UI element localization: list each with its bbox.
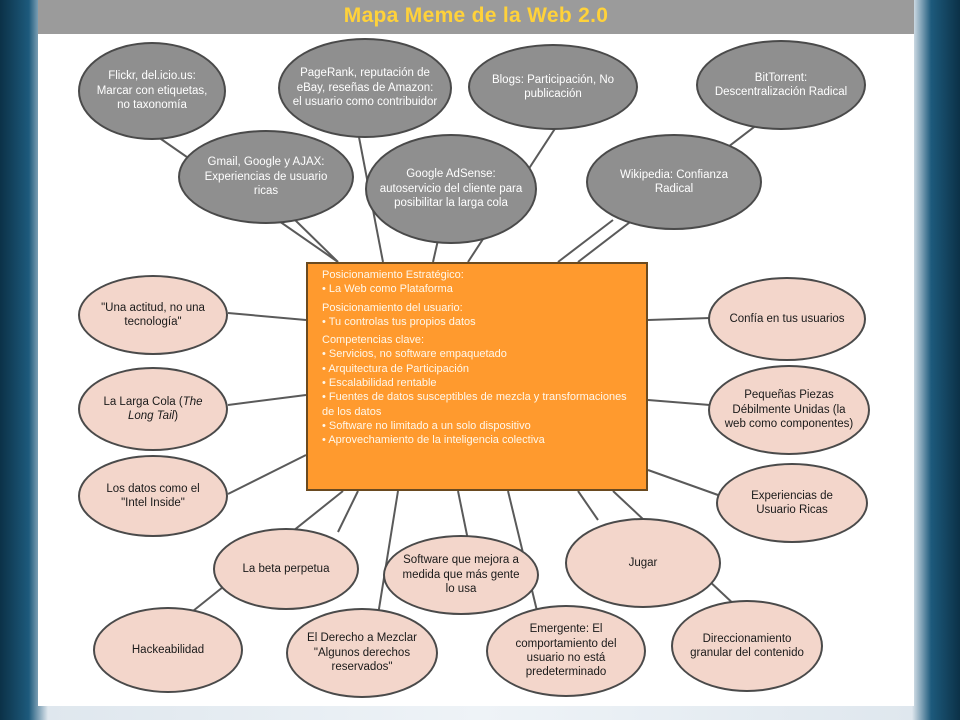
link-confia — [647, 317, 711, 321]
link-beta — [337, 490, 359, 533]
node-derecho: El Derecho a Mezclar "Algunos derechos r… — [286, 608, 438, 698]
diagram-title: Mapa Meme de la Web 2.0 — [343, 4, 609, 27]
link-datos — [227, 454, 307, 495]
node-direccionamiento: Direccionamiento granular del contenido — [671, 600, 823, 692]
node-larga-cola: La Larga Cola (The Long Tail) — [78, 367, 228, 451]
node-adsense: Google AdSense: autoservicio del cliente… — [365, 134, 537, 244]
title-bar: Mapa Meme de la Web 2.0 — [38, 0, 914, 34]
center-list: Servicios, no software empaquetado Arqui… — [322, 347, 632, 447]
node-bittorrent: BitTorrent: Descentralización Radical — [696, 40, 866, 130]
node-piezas: Pequeñas Piezas Débilmente Unidas (la we… — [708, 365, 870, 455]
node-hackeabilidad: Hackeabilidad — [93, 607, 243, 693]
diagram-panel: Mapa Meme de la Web 2.0 Flickr, del.i — [38, 0, 914, 706]
center-section-strategic: Posicionamiento Estratégico: La Web como… — [322, 268, 632, 297]
link-gmail — [292, 217, 339, 263]
link-wikipedia — [557, 219, 614, 263]
center-list: Tu controlas tus propios datos — [322, 315, 632, 329]
link-adsense — [432, 239, 439, 263]
node-actitud: "Una actitud, no una tecnología" — [78, 275, 228, 355]
center-heading: Competencias clave: — [322, 334, 425, 347]
node-emergente: Emergente: El comportamiento del usuario… — [486, 605, 646, 697]
link-jugar — [577, 490, 599, 521]
node-software: Software que mejora a medida que más gen… — [383, 535, 539, 615]
center-item: Arquitectura de Participación — [322, 362, 632, 376]
link-software — [457, 490, 469, 541]
node-flickr: Flickr, del.icio.us: Marcar con etiqueta… — [78, 42, 226, 140]
center-item: Servicios, no software empaquetado — [322, 347, 632, 361]
node-gmail: Gmail, Google y AJAX: Experiencias de us… — [178, 130, 354, 224]
node-jugar: Jugar — [565, 518, 721, 608]
center-item: Software no limitado a un solo dispositi… — [322, 419, 632, 433]
center-list: La Web como Plataforma — [322, 282, 632, 296]
center-heading: Posicionamiento del usuario: — [322, 301, 463, 314]
node-pagerank: PageRank, reputación de eBay, reseñas de… — [278, 38, 452, 138]
link-experiencias — [647, 469, 719, 496]
center-item: Fuentes de datos susceptibles de mezcla … — [322, 390, 632, 419]
center-section-competencies: Competencias clave: Servicios, no softwa… — [322, 333, 632, 447]
center-item: Aprovechamiento de la inteligencia colec… — [322, 433, 632, 447]
larga-cola-text: La Larga Cola (The Long Tail) — [103, 395, 203, 422]
center-item: Escalabilidad rentable — [322, 376, 632, 390]
link-larga-cola — [227, 394, 307, 406]
link-derecho — [377, 490, 399, 616]
link-piezas — [647, 399, 711, 406]
center-item: La Web como Plataforma — [322, 282, 632, 296]
center-section-user: Posicionamiento del usuario: Tu controla… — [322, 301, 632, 330]
node-experiencias: Experiencias de Usuario Ricas — [716, 463, 868, 543]
center-item: Tu controlas tus propios datos — [322, 315, 632, 329]
node-wikipedia: Wikipedia: Confianza Radical — [586, 134, 762, 230]
node-confia: Confía en tus usuarios — [708, 277, 866, 361]
center-heading: Posicionamiento Estratégico: — [322, 269, 464, 281]
node-blogs: Blogs: Participación, No publicación — [468, 44, 638, 130]
node-datos: Los datos como el "Intel Inside" — [78, 455, 228, 537]
core-principles-box: Posicionamiento Estratégico: La Web como… — [306, 262, 648, 491]
node-beta: La beta perpetua — [213, 528, 359, 610]
link-actitud — [227, 312, 307, 321]
